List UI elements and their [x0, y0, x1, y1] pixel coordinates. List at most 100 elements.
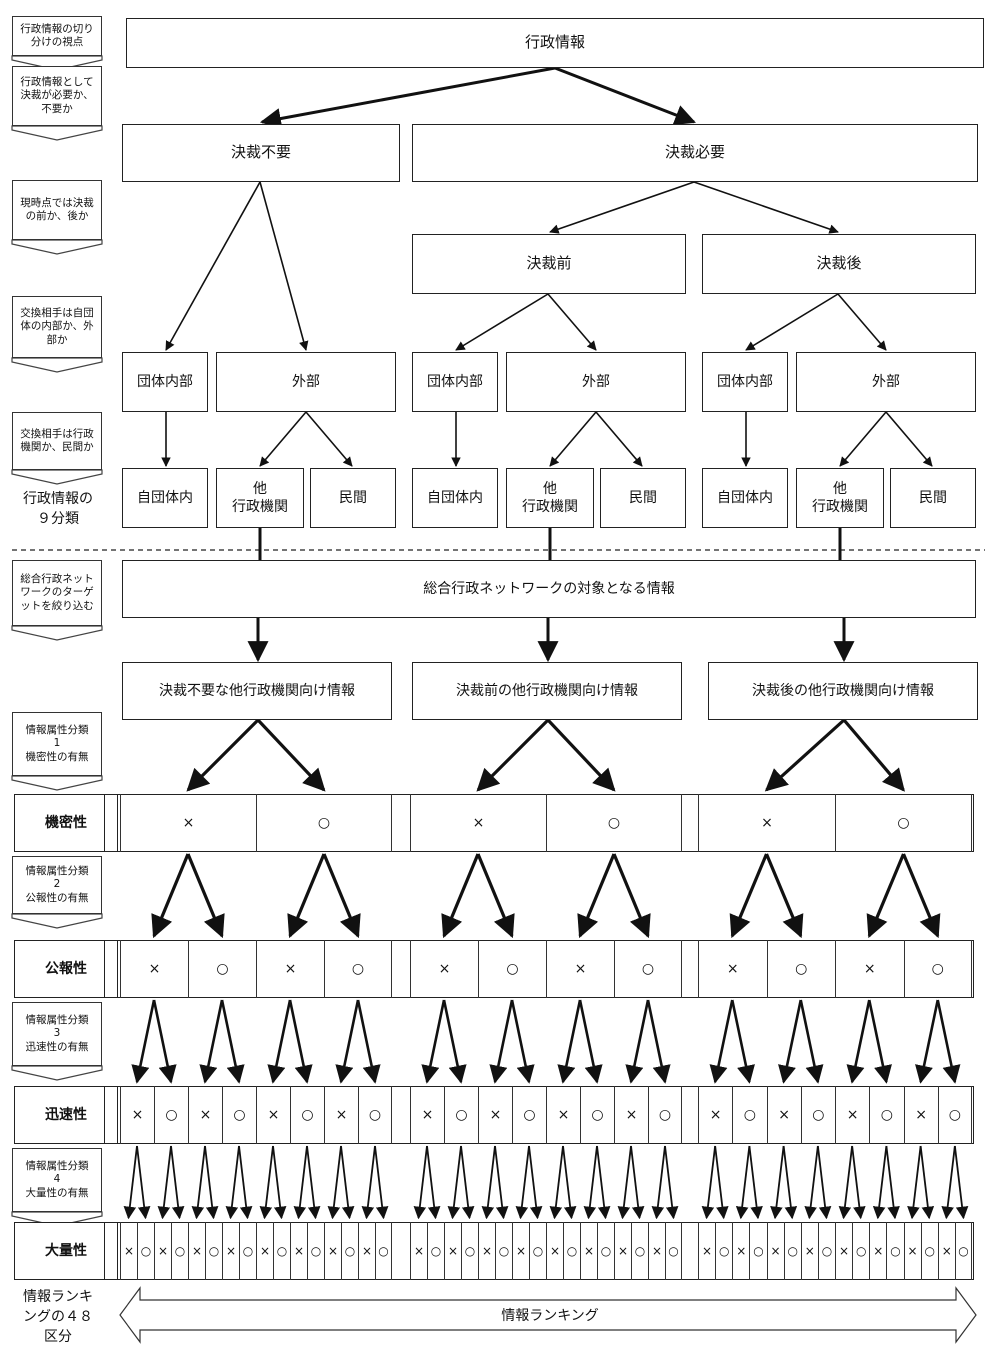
cell-urgency-2-0: ×: [698, 1086, 732, 1144]
cell-volume-0-3: ○: [171, 1222, 188, 1280]
edge-urgency-volume-2-1: [714, 1145, 729, 1220]
edge-confidentiality-publicity-0-2: [287, 853, 326, 939]
cell-volume-1-12-label: ×: [617, 1244, 629, 1258]
cell-urgency-0-1: ○: [154, 1086, 188, 1144]
cell-urgency-1-5: ○: [580, 1086, 614, 1144]
cell-volume-2-13: ○: [920, 1222, 938, 1280]
external-box-2: 外部: [796, 352, 976, 412]
edge-confidentiality-publicity-1-3: [612, 853, 651, 939]
cell-volume-2-2-label: ×: [736, 1244, 747, 1258]
cell-volume-2-1: ○: [715, 1222, 732, 1280]
step-chevron-8: [11, 1065, 103, 1081]
network-target-box-label: 総合行政ネットワークの対象となる情報: [423, 580, 675, 597]
cell-volume-0-13: ○: [341, 1222, 358, 1280]
cell-volume-2-8-label: ×: [839, 1244, 850, 1258]
after-approval-box: 決裁後: [702, 234, 976, 294]
cell-volume-0-9: ○: [273, 1222, 290, 1280]
cell-publicity-0-0-label: ×: [148, 961, 161, 977]
cell-volume-2-13-label: ○: [924, 1244, 935, 1258]
cell-confidentiality-2-0-label: ×: [761, 815, 773, 831]
cell-confidentiality-1-1-label: ○: [607, 815, 621, 831]
step-3: 交換相手は自団体の内部か、外部か: [12, 296, 102, 358]
cell-urgency-0-7: ○: [358, 1086, 392, 1144]
step-chevron-9: [11, 1211, 103, 1227]
private-box-0-label: 民間: [339, 489, 367, 506]
cell-urgency-0-6: ×: [324, 1086, 358, 1144]
cell-publicity-2-1: ○: [766, 940, 836, 998]
cell-publicity-2-0: ×: [698, 940, 767, 998]
cell-urgency-0-3-label: ○: [233, 1107, 246, 1123]
step-chevron-5: [11, 625, 103, 641]
cell-urgency-0-7-label: ○: [368, 1107, 382, 1123]
cell-volume-1-11: ○: [597, 1222, 614, 1280]
approval-box-label: 決裁必要: [664, 143, 725, 162]
cell-volume-0-13-label: ○: [344, 1244, 356, 1258]
cell-urgency-1-0: ×: [410, 1086, 444, 1144]
edge-urgency-volume-0-3: [170, 1145, 185, 1220]
no-approval-box: 決裁不要: [122, 124, 400, 182]
edge-urgency-volume-2-10: [872, 1145, 888, 1220]
attr-label-volume: 大量性: [14, 1222, 118, 1280]
edge-publicity-urgency-1-7: [646, 999, 671, 1084]
cell-volume-2-9-label: ○: [855, 1244, 867, 1258]
cell-publicity-1-0-label: ×: [438, 961, 451, 977]
cell-urgency-2-2: ×: [766, 1086, 801, 1144]
edge-urgency-volume-2-5: [782, 1145, 798, 1220]
cell-volume-0-7-label: ○: [242, 1244, 254, 1258]
cell-volume-0-12-label: ×: [327, 1244, 339, 1258]
edge-urgency-volume-0-14: [361, 1145, 376, 1220]
internal-box-1-label: 団体内部: [427, 373, 483, 390]
step-8: 情報属性分類 3 迅速性の有無: [12, 1002, 102, 1066]
cell-volume-1-8: ×: [546, 1222, 563, 1280]
cell-urgency-2-3: ○: [800, 1086, 835, 1144]
step-2: 現時点では決裁の前か、後か: [12, 180, 102, 240]
other-gov-box-0-label: 他 行政機関: [232, 480, 288, 515]
cell-volume-2-4: ×: [766, 1222, 784, 1280]
before-approval-box-label: 決裁前: [526, 254, 572, 273]
cell-volume-1-4-label: ×: [481, 1244, 493, 1258]
private-box-1-label: 民間: [629, 489, 657, 506]
edge-urgency-volume-2-11: [885, 1145, 900, 1220]
cell-volume-2-0: ×: [698, 1222, 715, 1280]
edge-confidentiality-publicity-2-3: [902, 853, 941, 939]
edge-urgency-volume-1-6: [515, 1145, 530, 1220]
step-9-label: 情報属性分類 4 大量性の有無: [25, 1160, 89, 1199]
cell-volume-1-13: ○: [631, 1222, 648, 1280]
step-chevron-3: [11, 357, 103, 373]
cell-urgency-0-1-label: ○: [165, 1107, 178, 1123]
cell-volume-1-9: ○: [563, 1222, 580, 1280]
cell-volume-1-5-label: ○: [498, 1244, 510, 1258]
edge-urgency-volume-2-8: [838, 1145, 854, 1220]
cell-urgency-2-3-label: ○: [812, 1107, 825, 1123]
attr-label-confidentiality-label: 機密性: [45, 814, 87, 831]
cell-volume-0-9-label: ○: [276, 1244, 288, 1258]
cell-confidentiality-2-1-label: ○: [897, 815, 910, 831]
edge-to-external-0: [259, 181, 309, 351]
cell-volume-2-9: ○: [852, 1222, 869, 1280]
cell-volume-1-1-label: ○: [430, 1244, 442, 1258]
internal-box-0: 団体内部: [122, 352, 208, 412]
edge-urgency-volume-2-12: [907, 1145, 922, 1220]
step-2-label: 現時点では決裁の前か、後か: [20, 196, 94, 222]
cell-volume-2-11-label: ○: [890, 1244, 901, 1258]
cell-volume-2-10-label: ×: [873, 1244, 884, 1258]
edge-confidentiality-publicity-0-3: [322, 853, 361, 939]
cell-volume-0-15-label: ○: [378, 1244, 389, 1258]
step-4-label: 交換相手は行政機関か、民間か: [20, 427, 94, 453]
cell-urgency-2-4: ×: [835, 1086, 869, 1144]
cell-volume-0-8: ×: [256, 1222, 273, 1280]
cell-volume-1-13-label: ○: [634, 1244, 646, 1258]
target-box-2: 決裁後の他行政機関向け情報: [708, 662, 978, 720]
edge-urgency-volume-1-9: [562, 1145, 577, 1220]
cell-volume-2-10: ×: [869, 1222, 886, 1280]
ranking-arrow-label-label: 情報ランキング: [501, 1308, 599, 1324]
cell-volume-2-14-label: ×: [941, 1244, 952, 1258]
cell-volume-0-8-label: ×: [259, 1244, 271, 1258]
cell-volume-1-14-label: ×: [651, 1244, 663, 1258]
cell-volume-0-14: ×: [358, 1222, 375, 1280]
cell-volume-2-1-label: ○: [718, 1244, 730, 1258]
edge-publicity-urgency-0-6: [335, 999, 360, 1084]
edge-publicity-urgency-2-3: [799, 999, 824, 1084]
edge-external-priv-2: [885, 411, 933, 467]
cell-urgency-1-3-label: ○: [523, 1107, 536, 1123]
